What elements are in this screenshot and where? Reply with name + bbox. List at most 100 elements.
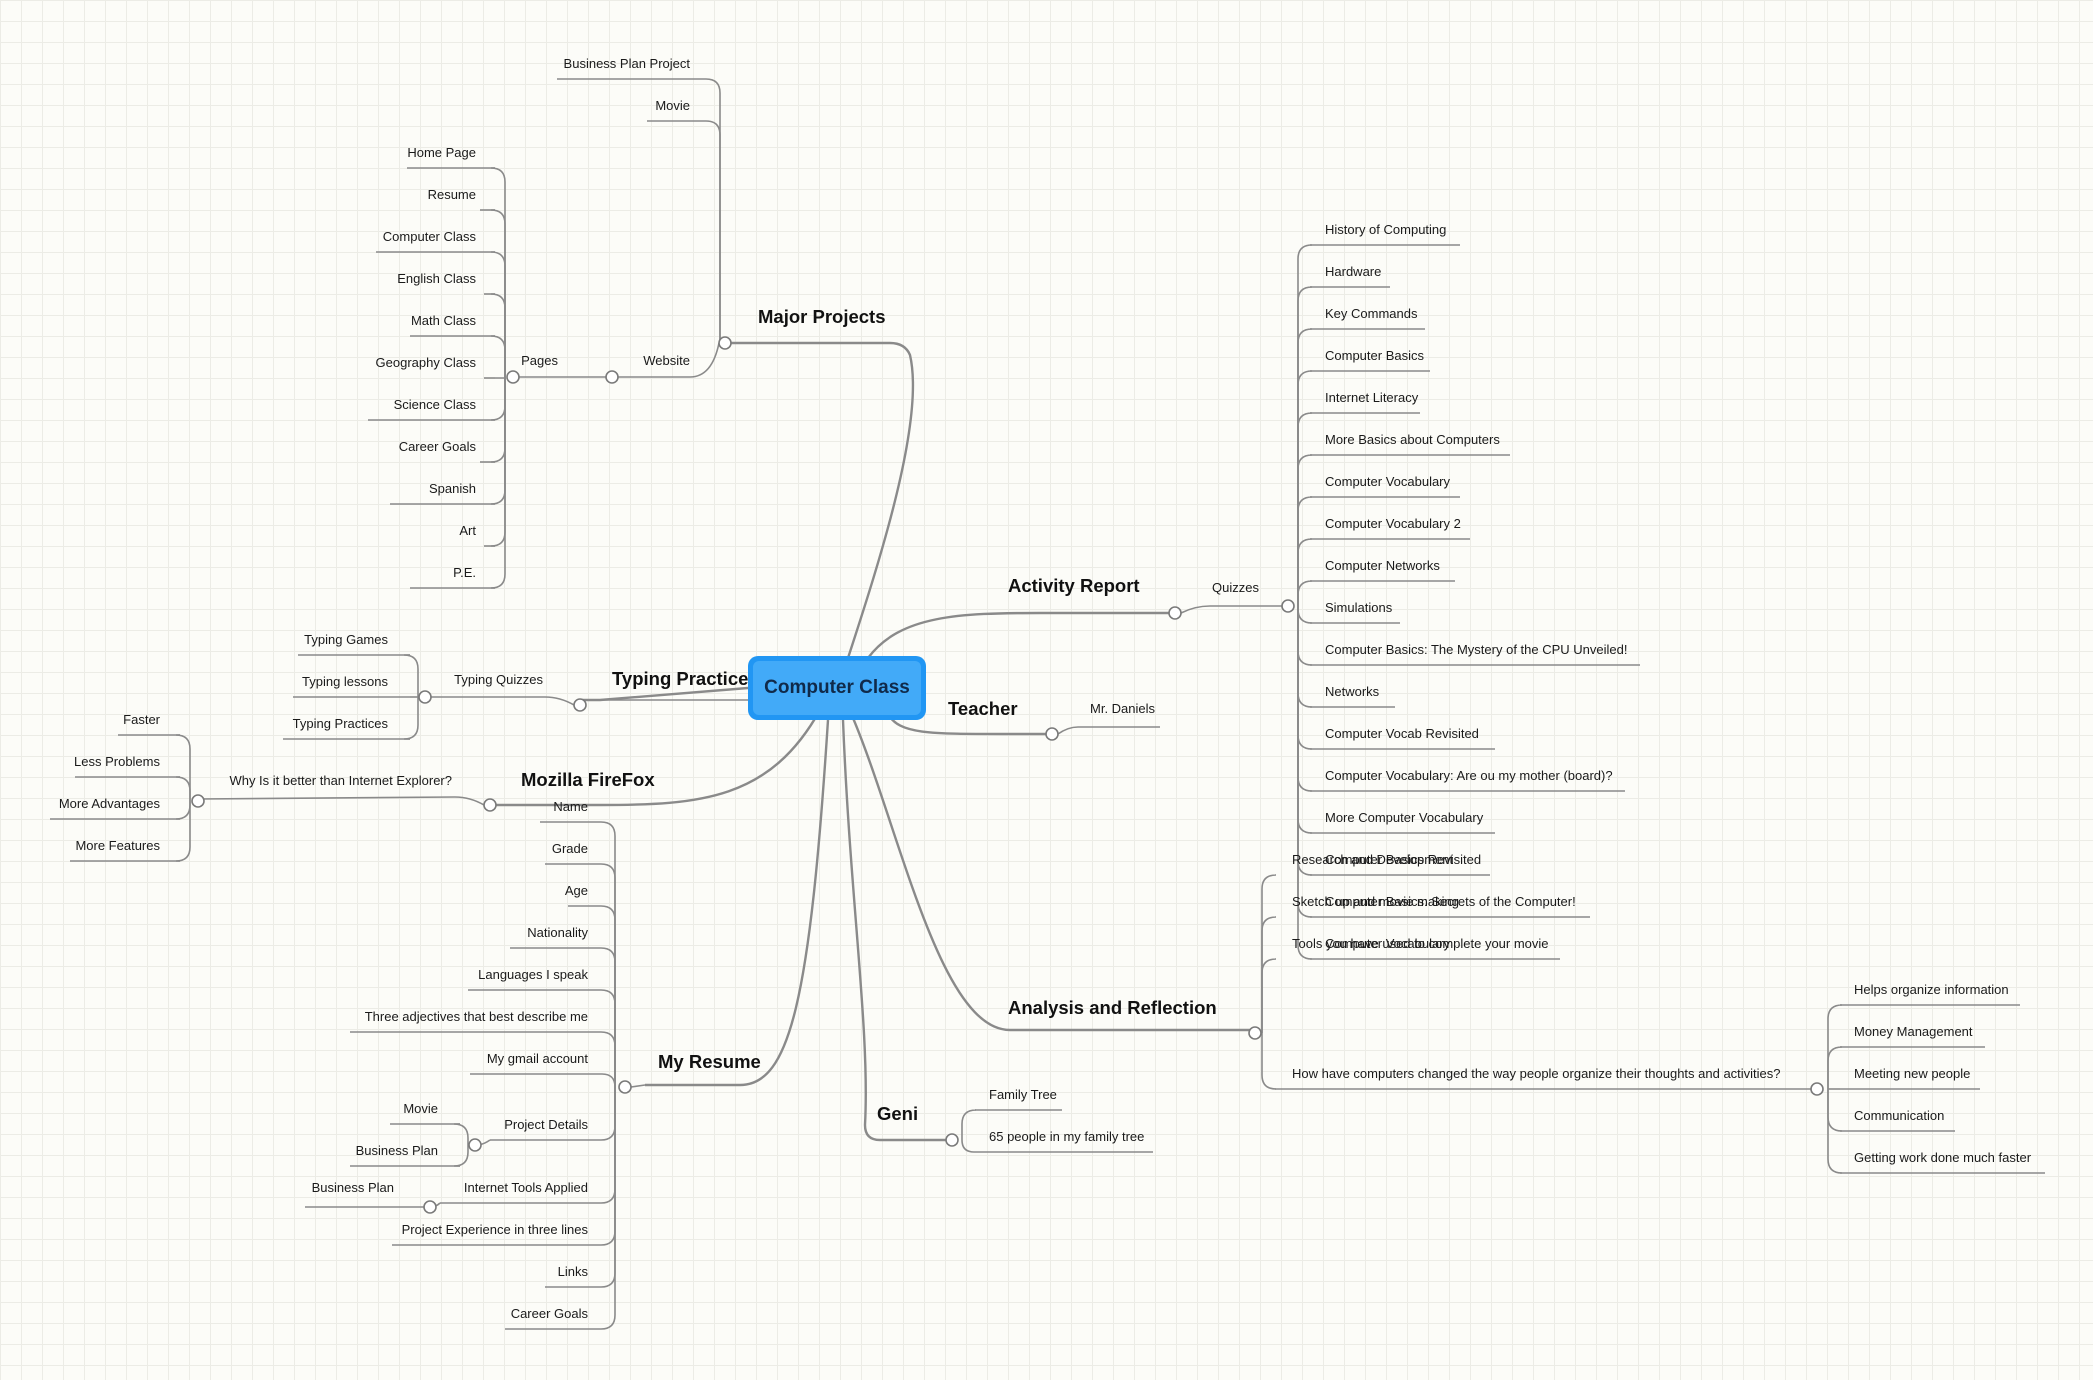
- page-item-p-e[interactable]: P.E.: [453, 565, 476, 580]
- quiz-item-computer-vocabulary-are-ou-my-mother-board[interactable]: Computer Vocabulary: Are ou my mother (b…: [1325, 768, 1613, 783]
- quiz-item-internet-literacy[interactable]: Internet Literacy: [1325, 390, 1419, 405]
- major-projects-toggle[interactable]: [718, 336, 732, 350]
- activity-report-toggle[interactable]: [1168, 606, 1182, 620]
- internet-tools-toggle[interactable]: [423, 1200, 437, 1214]
- resume-item-three-adjectives-that-best-describe-me[interactable]: Three adjectives that best describe me: [365, 1009, 588, 1024]
- geni-item-65-people-in-my-family-tree[interactable]: 65 people in my family tree: [989, 1129, 1144, 1144]
- page-item-science-class[interactable]: Science Class: [394, 397, 477, 412]
- firefox-item-more-advantages[interactable]: More Advantages: [59, 796, 161, 811]
- firefox-item-less-problems[interactable]: Less Problems: [74, 754, 160, 769]
- resume-project-details[interactable]: Project Details: [504, 1117, 588, 1132]
- resume-item-name[interactable]: Name: [553, 799, 588, 814]
- major-projects-website[interactable]: Website: [643, 353, 690, 368]
- quiz-item-hardware[interactable]: Hardware: [1325, 264, 1381, 279]
- analysis-item-tools-you-have-used-to-complete-your-movie[interactable]: Tools you have used to complete your mov…: [1292, 936, 1549, 951]
- page-item-career-goals[interactable]: Career Goals: [399, 439, 477, 454]
- page-item-geography-class[interactable]: Geography Class: [376, 355, 477, 370]
- page-item-math-class[interactable]: Math Class: [411, 313, 477, 328]
- pages-toggle[interactable]: [506, 370, 520, 384]
- analysis-item-sketch-up-and-movie-making[interactable]: Sketch up and movie making: [1292, 894, 1459, 909]
- branch-major-projects[interactable]: Major Projects: [758, 306, 886, 327]
- resume-item-project-experience-in-three-lines[interactable]: Project Experience in three lines: [402, 1222, 589, 1237]
- connector-line: [600, 863, 616, 1087]
- connector-line: [600, 1073, 616, 1088]
- page-item-english-class[interactable]: English Class: [397, 271, 476, 286]
- teacher-item-mr-daniels[interactable]: Mr. Daniels: [1090, 701, 1156, 716]
- resume-item-nationality[interactable]: Nationality: [527, 925, 588, 940]
- quiz-item-networks[interactable]: Networks: [1325, 684, 1380, 699]
- page-item-resume[interactable]: Resume: [428, 187, 476, 202]
- question-item-helps-organize-information[interactable]: Helps organize information: [1854, 982, 2009, 997]
- resume-item-my-gmail-account[interactable]: My gmail account: [487, 1051, 589, 1066]
- quiz-item-computer-basics-secrets-of-the-computer[interactable]: Computer Basics: Secrets of the Computer…: [1325, 894, 1576, 909]
- project-details-toggle[interactable]: [468, 1138, 482, 1152]
- project-details-item-business-plan[interactable]: Business Plan: [356, 1143, 438, 1158]
- geni-toggle[interactable]: [945, 1133, 959, 1147]
- firefox-why[interactable]: Why Is it better than Internet Explorer?: [229, 773, 452, 788]
- quiz-item-key-commands[interactable]: Key Commands: [1325, 306, 1418, 321]
- branch-analysis-reflection[interactable]: Analysis and Reflection: [1008, 997, 1217, 1018]
- typing-quizzes[interactable]: Typing Quizzes: [454, 672, 543, 687]
- website-pages[interactable]: Pages: [521, 353, 558, 368]
- resume-item-grade[interactable]: Grade: [552, 841, 588, 856]
- resume-item-age[interactable]: Age: [565, 883, 588, 898]
- typing-practices-toggle[interactable]: [573, 698, 587, 712]
- connector-line: [1180, 605, 1288, 614]
- my-resume-toggle[interactable]: [618, 1080, 632, 1094]
- page-item-home-page[interactable]: Home Page: [407, 145, 476, 160]
- teacher-toggle[interactable]: [1045, 727, 1059, 741]
- major-projects-item-business-plan-project[interactable]: Business Plan Project: [564, 56, 691, 71]
- question-item-getting-work-done-much-faster[interactable]: Getting work done much faster: [1854, 1150, 2032, 1165]
- activity-quizzes[interactable]: Quizzes: [1212, 580, 1259, 595]
- firefox-toggle[interactable]: [483, 798, 497, 812]
- quiz-item-computer-vocabulary[interactable]: Computer Vocabulary: [1325, 936, 1451, 951]
- why-toggle[interactable]: [191, 794, 205, 808]
- page-item-computer-class[interactable]: Computer Class: [383, 229, 477, 244]
- resume-item-career-goals[interactable]: Career Goals: [511, 1306, 589, 1321]
- branch-geni[interactable]: Geni: [877, 1103, 918, 1124]
- analysis-question[interactable]: How have computers changed the way peopl…: [1292, 1066, 1781, 1081]
- internet-tools-item-business-plan[interactable]: Business Plan: [312, 1180, 394, 1195]
- website-toggle[interactable]: [605, 370, 619, 384]
- typing-item-typing-games[interactable]: Typing Games: [304, 632, 388, 647]
- quiz-item-computer-basics[interactable]: Computer Basics: [1325, 348, 1424, 363]
- resume-item-links[interactable]: Links: [558, 1264, 589, 1279]
- branch-activity-report[interactable]: Activity Report: [1008, 575, 1140, 596]
- resume-item-languages-i-speak[interactable]: Languages I speak: [478, 967, 588, 982]
- question-toggle[interactable]: [1810, 1082, 1824, 1096]
- major-projects-item-movie[interactable]: Movie: [655, 98, 690, 113]
- firefox-item-more-features[interactable]: More Features: [75, 838, 160, 853]
- page-item-art[interactable]: Art: [459, 523, 476, 538]
- quizzes-toggle[interactable]: [1281, 599, 1295, 613]
- quiz-item-more-basics-about-computers[interactable]: More Basics about Computers: [1325, 432, 1500, 447]
- firefox-item-faster[interactable]: Faster: [123, 712, 161, 727]
- quiz-item-history-of-computing[interactable]: History of Computing: [1325, 222, 1446, 237]
- quiz-item-computer-vocabulary-2[interactable]: Computer Vocabulary 2: [1325, 516, 1461, 531]
- branch-my-resume[interactable]: My Resume: [658, 1051, 761, 1072]
- quiz-item-computer-vocab-revisited[interactable]: Computer Vocab Revisited: [1325, 726, 1479, 741]
- typing-item-typing-practices[interactable]: Typing Practices: [293, 716, 389, 731]
- branch-teacher[interactable]: Teacher: [948, 698, 1018, 719]
- quiz-item-computer-networks[interactable]: Computer Networks: [1325, 558, 1440, 573]
- quiz-item-computer-basics-revisited[interactable]: Computer Basics Revisited: [1325, 852, 1481, 867]
- resume-internet-tools[interactable]: Internet Tools Applied: [464, 1180, 588, 1195]
- quiz-item-simulations[interactable]: Simulations: [1325, 600, 1393, 615]
- typing-item-typing-lessons[interactable]: Typing lessons: [302, 674, 388, 689]
- connector-line: [175, 801, 191, 862]
- branch-mozilla-firefox[interactable]: Mozilla FireFox: [521, 769, 655, 790]
- geni-item-family-tree[interactable]: Family Tree: [989, 1087, 1057, 1102]
- quiz-item-computer-vocabulary[interactable]: Computer Vocabulary: [1325, 474, 1451, 489]
- analysis-toggle[interactable]: [1248, 1026, 1262, 1040]
- project-details-item-movie[interactable]: Movie: [403, 1101, 438, 1116]
- branch-typing-practices[interactable]: Typing Practices: [612, 668, 759, 689]
- analysis-item-research-and-development[interactable]: Research and Development: [1292, 852, 1454, 867]
- typing-quizzes-toggle[interactable]: [418, 690, 432, 704]
- central-topic[interactable]: Computer Class: [748, 656, 926, 720]
- question-item-communication[interactable]: Communication: [1854, 1108, 1944, 1123]
- question-item-meeting-new-people[interactable]: Meeting new people: [1854, 1066, 1970, 1081]
- question-item-money-management[interactable]: Money Management: [1854, 1024, 1973, 1039]
- quiz-item-computer-basics-the-mystery-of-the-cpu-unveiled[interactable]: Computer Basics: The Mystery of the CPU …: [1325, 642, 1628, 657]
- quiz-item-more-computer-vocabulary[interactable]: More Computer Vocabulary: [1325, 810, 1484, 825]
- page-item-spanish[interactable]: Spanish: [429, 481, 476, 496]
- connector-line: [1827, 1089, 1843, 1174]
